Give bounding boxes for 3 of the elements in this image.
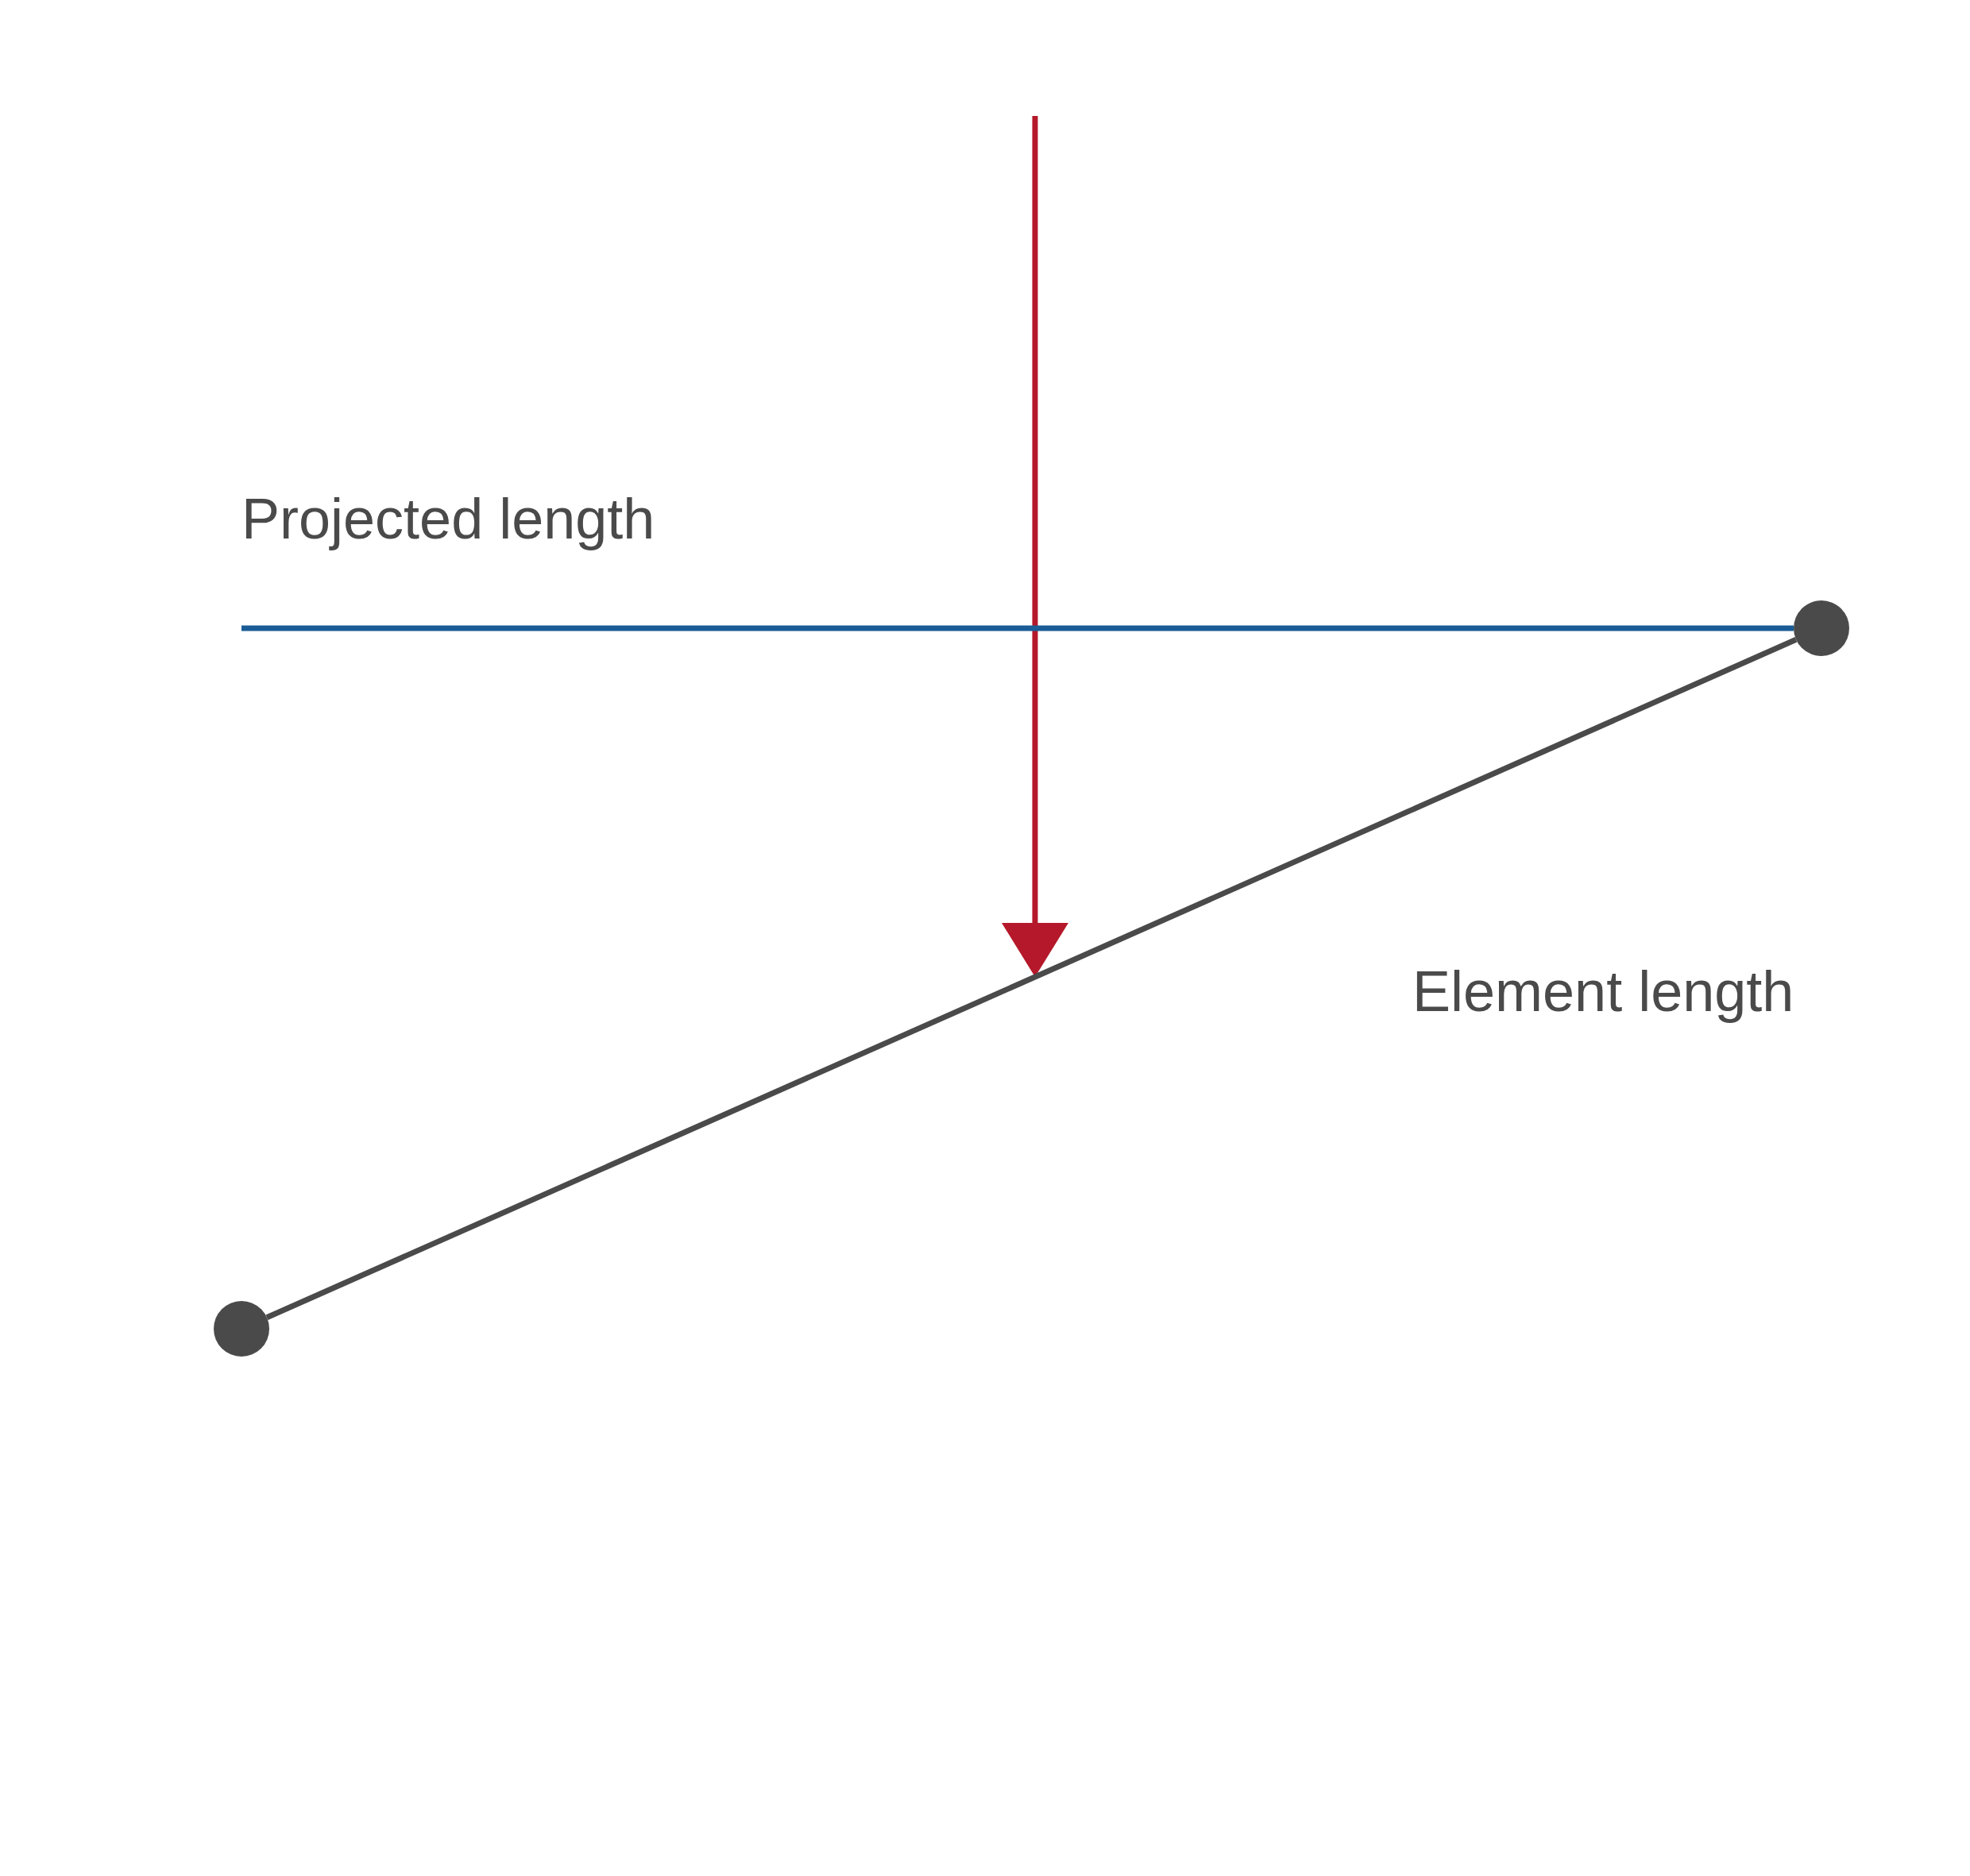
element-line [265, 637, 1798, 1320]
part-label: Projected length [241, 486, 655, 552]
part-label: Element length [1412, 959, 1794, 1025]
